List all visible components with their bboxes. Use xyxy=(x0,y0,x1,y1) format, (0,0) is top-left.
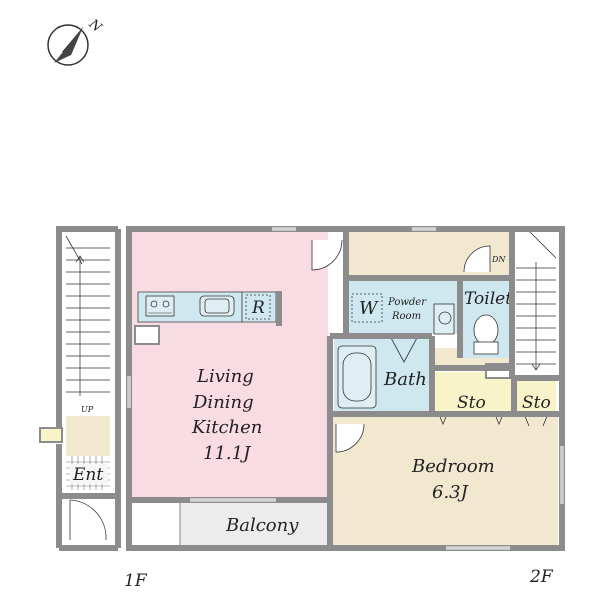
bathtub-icon xyxy=(337,345,377,409)
stair-steps-2f xyxy=(516,231,557,365)
washer-space xyxy=(351,293,383,323)
storage-1-label: Sto xyxy=(457,393,486,413)
entrance-lower-area xyxy=(66,496,110,544)
stair-down-arrow-icon xyxy=(531,262,541,371)
first-floor-label: 1F xyxy=(124,571,148,591)
toilet-icon xyxy=(473,314,499,355)
entrance-hall xyxy=(66,416,110,456)
second-floor-plan: R W Powder Room Toilet Bath Sto Sto Livi… xyxy=(126,226,565,587)
north-compass-icon: N xyxy=(47,16,105,66)
stove-icon xyxy=(145,295,175,317)
stair-direction-arrow-icon xyxy=(75,255,85,396)
washer-label: W xyxy=(359,298,379,319)
compass-label: N xyxy=(85,16,105,36)
bath-label: Bath xyxy=(383,369,427,390)
storage-2 xyxy=(516,380,556,414)
living-dining-kitchen xyxy=(132,232,328,498)
first-floor-walls xyxy=(56,226,121,551)
bedroom-label: Bedroom xyxy=(411,456,495,477)
powder-room-label-1: Powder xyxy=(387,297,427,308)
stair-steps-1f xyxy=(65,235,110,393)
first-floor-plan: UP Ent 1F xyxy=(39,226,148,591)
balcony-label: Balcony xyxy=(225,515,299,536)
ldk-label-line3: Kitchen xyxy=(191,417,262,438)
kitchen-cabinet xyxy=(134,325,160,345)
bedroom-size-label: 6.3J xyxy=(432,482,470,503)
window-frames xyxy=(128,228,563,549)
ldk-label-line1: Living xyxy=(196,366,254,387)
refrigerator-label: R xyxy=(251,298,265,318)
ldk-label-line2: Dining xyxy=(192,392,254,413)
powder-room-label-2: Room xyxy=(391,311,421,322)
second-floor-walls xyxy=(126,226,565,551)
second-floor-label: 2F xyxy=(529,567,554,587)
ldk-size-label: 11.1J xyxy=(203,443,252,464)
stair-area-1f xyxy=(66,236,110,416)
refrigerator-space xyxy=(245,294,271,320)
stairs-up-label: UP xyxy=(81,405,94,414)
entrance-door-icon xyxy=(69,499,107,541)
toilet-label: Toilet xyxy=(464,289,512,309)
entrance-porch-light xyxy=(39,427,63,443)
entrance-label-bg xyxy=(70,464,108,484)
stairs-down-label: DN xyxy=(491,255,506,264)
washbasin-icon xyxy=(433,303,455,335)
kitchen-sink-icon xyxy=(199,295,235,317)
entrance-label: Ent xyxy=(72,465,103,485)
storage-2-label: Sto xyxy=(522,393,551,413)
bedroom xyxy=(332,414,558,546)
